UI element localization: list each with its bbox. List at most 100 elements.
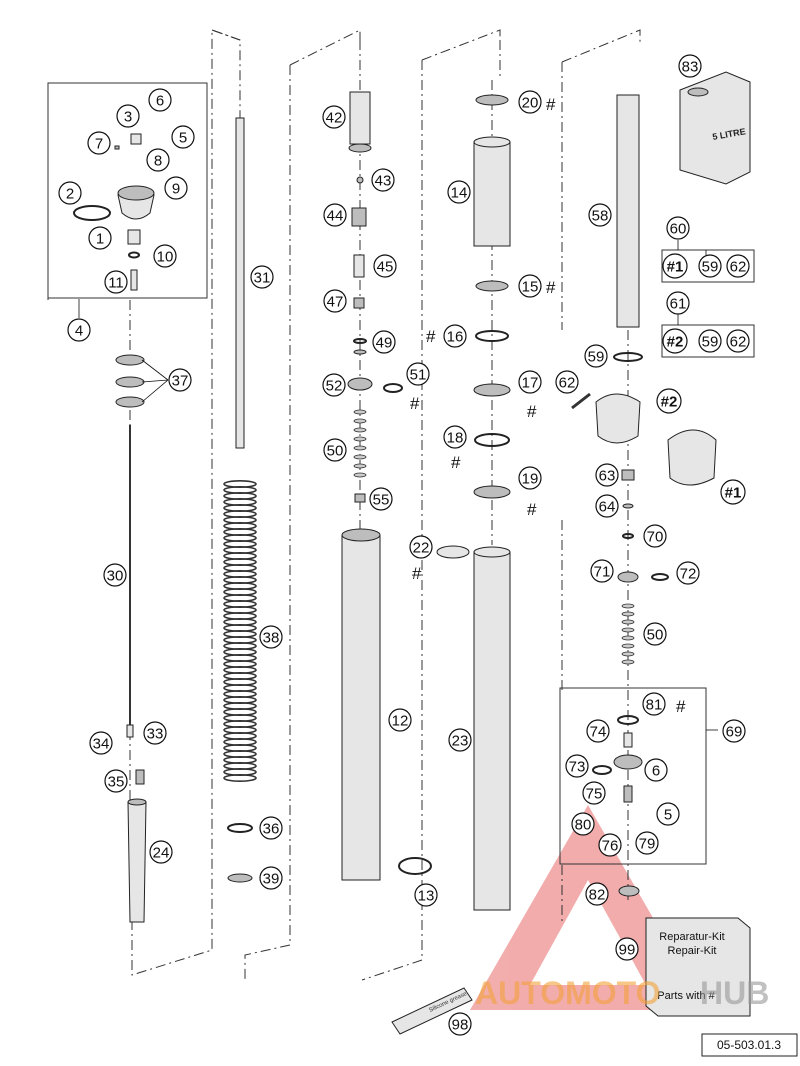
svg-text:34: 34	[93, 736, 110, 753]
callout-83: 83	[678, 54, 702, 78]
callout-13: 13	[414, 883, 438, 907]
callout-73: 73	[565, 754, 589, 778]
callout-36: 36	[259, 816, 283, 840]
diagram-number: 05-503.01.3	[717, 1038, 781, 1052]
hash-mark: #	[426, 327, 436, 346]
svg-text:36: 36	[263, 821, 280, 838]
callout-70: 70	[643, 524, 667, 548]
callout-4: 4	[67, 318, 91, 342]
callout-43: 43	[371, 168, 395, 192]
callout-15: 15	[518, 274, 542, 298]
svg-text:73: 73	[569, 759, 586, 776]
hash-mark: #	[527, 500, 537, 519]
callout-18: 18	[443, 425, 467, 449]
callout-82: 82	[585, 882, 609, 906]
kit-ref-1: #1	[720, 479, 746, 505]
svg-text:24: 24	[153, 845, 170, 862]
axle-side-parts	[571, 94, 717, 583]
svg-text:5: 5	[179, 130, 187, 147]
callout-6: 6	[148, 88, 172, 112]
callout-35: 35	[104, 769, 128, 793]
callout-17: 17	[518, 370, 542, 394]
assembly-box-4	[47, 82, 208, 299]
rod-parts	[126, 724, 147, 923]
callout-62: 62	[555, 370, 579, 394]
callout-9: 9	[164, 176, 188, 200]
callout-30: 30	[103, 563, 127, 587]
callout-51: 51	[406, 362, 430, 386]
callout-42: 42	[322, 105, 346, 129]
svg-text:38: 38	[263, 630, 280, 647]
kit-ref-2: #2	[656, 388, 682, 414]
svg-text:13: 13	[418, 888, 435, 905]
callout-80: 80	[571, 812, 595, 836]
svg-text:45: 45	[377, 259, 394, 276]
svg-text:59: 59	[702, 334, 719, 351]
base-valve-parts	[592, 715, 643, 897]
hash-mark: #	[410, 394, 420, 413]
svg-text:51: 51	[410, 367, 427, 384]
svg-text:49: 49	[376, 335, 393, 352]
svg-text:72: 72	[680, 566, 697, 583]
callout-44: 44	[323, 203, 347, 227]
callout-76: 76	[598, 833, 622, 857]
assembly-box-69	[559, 687, 707, 865]
callout-12: 12	[388, 708, 412, 732]
svg-text:42: 42	[326, 110, 343, 127]
callout-38: 38	[259, 625, 283, 649]
kit-ref-2: #2	[662, 328, 688, 354]
svg-text:12: 12	[392, 713, 409, 730]
cartridge-parts	[347, 91, 403, 503]
svg-text:70: 70	[647, 529, 664, 546]
callout-61: 61	[666, 291, 690, 315]
callout-59: 59	[584, 344, 608, 368]
callout-24: 24	[149, 840, 173, 864]
callout-19: 19	[518, 466, 542, 490]
column-separators	[47, 29, 641, 981]
svg-text:14: 14	[451, 185, 468, 202]
svg-text:74: 74	[590, 724, 607, 741]
callout-7: 7	[87, 131, 111, 155]
svg-text:47: 47	[327, 294, 344, 311]
svg-text:23: 23	[452, 733, 469, 750]
kit-ref-1: #1	[662, 253, 688, 279]
svg-text:20: 20	[522, 95, 539, 112]
svg-text:60: 60	[670, 221, 687, 238]
svg-text:1: 1	[96, 231, 104, 248]
callout-60: 60	[666, 216, 690, 240]
svg-text:4: 4	[75, 323, 83, 340]
callout-2: 2	[58, 181, 82, 205]
svg-text:17: 17	[522, 375, 539, 392]
svg-text:62: 62	[730, 259, 747, 276]
callout-81: 81	[642, 692, 666, 716]
callout-37: 37	[168, 368, 192, 392]
svg-text:HUB: HUB	[700, 975, 769, 1011]
callout-20: 20	[518, 90, 542, 114]
svg-text:99: 99	[619, 942, 636, 959]
svg-text:6: 6	[652, 763, 660, 780]
repair-kit-box-99: Reparatur-Kit Repair-Kit Parts with #	[645, 917, 751, 1017]
oil-can-83: 5 LITRE	[679, 71, 751, 185]
callout-49: 49	[372, 330, 396, 354]
callout-64: 64	[595, 494, 619, 518]
hash-mark: #	[451, 453, 461, 472]
callout-11: 11	[104, 270, 128, 294]
svg-text:61: 61	[670, 296, 687, 313]
svg-text:31: 31	[254, 270, 271, 287]
svg-text:10: 10	[157, 249, 174, 266]
svg-text:#2: #2	[661, 394, 678, 411]
callout-52: 52	[322, 373, 346, 397]
callout-14: 14	[447, 180, 471, 204]
svg-text:58: 58	[592, 208, 609, 225]
callout-39: 39	[259, 866, 283, 890]
callout-22: 22	[409, 535, 433, 559]
callout-98: 98	[448, 1012, 472, 1036]
svg-text:39: 39	[263, 871, 280, 888]
hash-mark: #	[546, 95, 556, 114]
seal-ring-13	[398, 857, 432, 875]
callout-31: 31	[250, 265, 274, 289]
svg-text:76: 76	[602, 838, 619, 855]
kit-label-1: Reparatur-Kit	[659, 931, 724, 943]
washer-36	[227, 823, 253, 833]
